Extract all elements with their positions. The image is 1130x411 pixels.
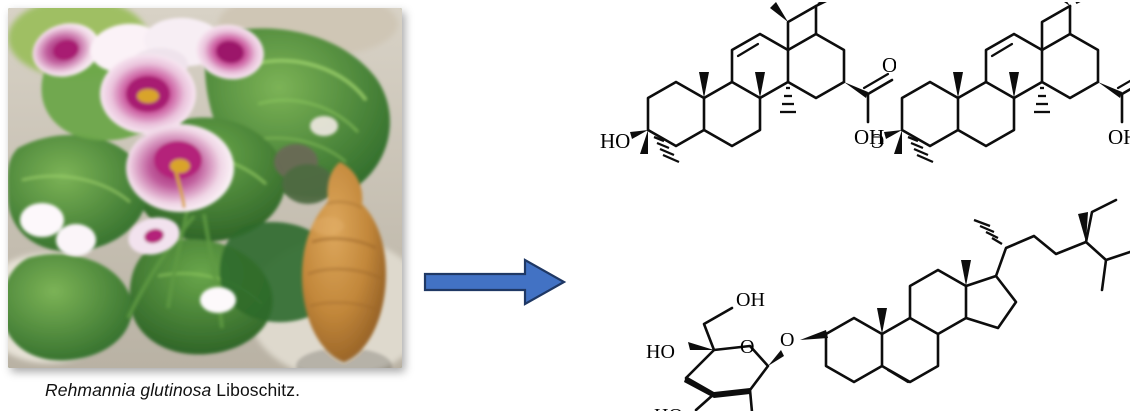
svg-text:OH: OH (1108, 125, 1130, 149)
svg-text:HO: HO (872, 129, 884, 153)
plant-photo (8, 8, 402, 368)
structure-ursolic-acid: HO (596, 2, 896, 200)
structure-daucosterol: O OH HO HO OH O (640, 198, 1130, 411)
structure-oleanolic-acid: HO (872, 2, 1130, 200)
svg-text:HO: HO (646, 341, 675, 363)
svg-text:OH: OH (736, 289, 765, 311)
photo-frame (8, 8, 402, 368)
caption-author: Liboschitz. (211, 380, 301, 400)
svg-text:O: O (780, 329, 794, 351)
photo-caption: Rehmannia glutinosa Liboschitz. (45, 380, 405, 401)
svg-text:HO: HO (654, 405, 683, 411)
right-arrow-icon (420, 254, 570, 310)
svg-text:O: O (882, 53, 896, 77)
photo-image (8, 8, 402, 368)
caption-species: Rehmannia glutinosa (45, 380, 212, 400)
svg-text:OH: OH (854, 125, 884, 149)
svg-text:O: O (740, 336, 754, 358)
svg-text:HO: HO (600, 129, 630, 153)
